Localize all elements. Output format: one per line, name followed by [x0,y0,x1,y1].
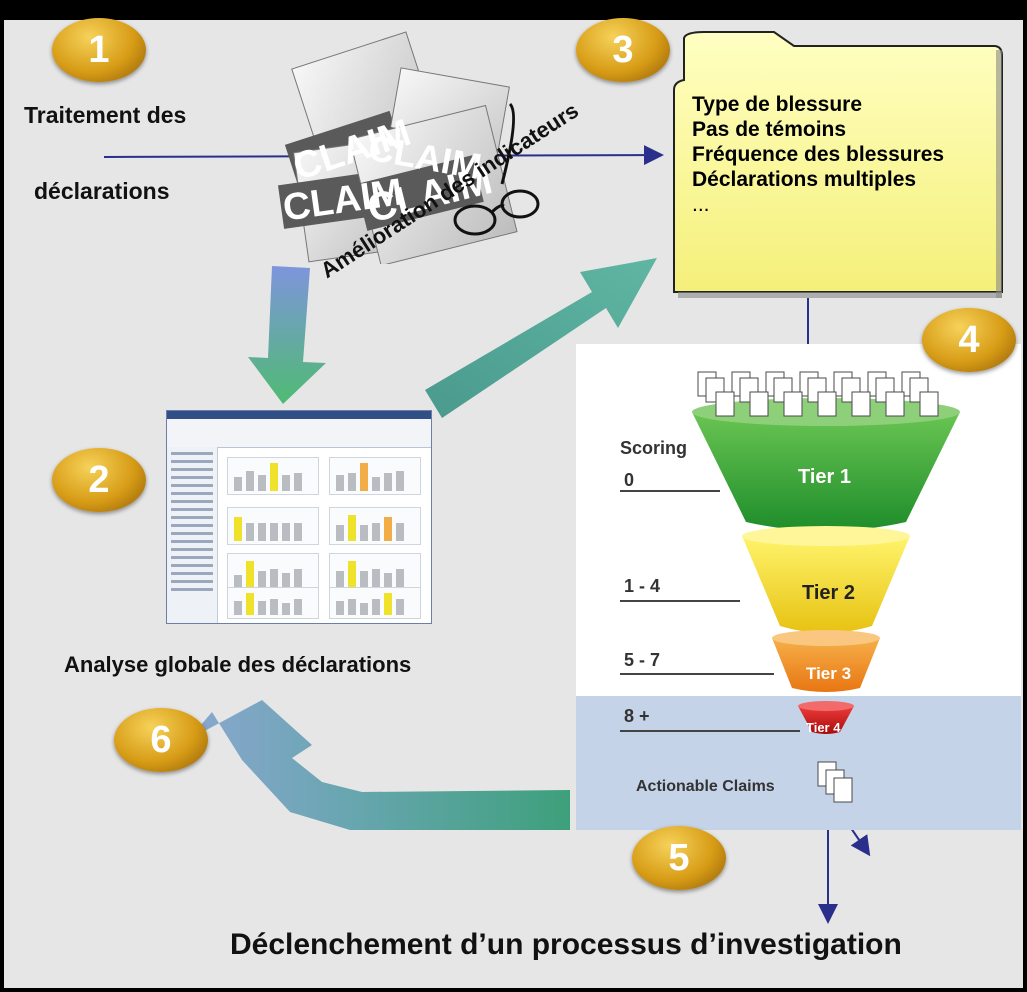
indicator-item: ... [692,193,710,216]
score-divider [620,490,720,492]
step1-label-line1: Traitement des [24,102,187,128]
step-badge-3: 3 [576,18,670,82]
tier-4-shape [798,706,854,734]
step-badge-6: 6 [114,708,208,772]
tier-1-shape [692,412,960,531]
arrow-2-to-3 [425,258,657,418]
claim-documents-icon: CLAIM CLAIM CLAIM CLAIM [277,31,540,264]
scoring-title: Scoring [620,438,688,458]
tier-2-shape [742,536,910,633]
tier-label: Tier 3 [806,664,852,683]
actionable-claims-icon [817,761,853,803]
step2-label: Analyse globale des déclarations [64,652,412,677]
step-badge-4: 4 [922,308,1016,372]
tier-label: Tier 4 [806,720,841,735]
claim-files-icon [697,371,939,417]
indicator-item: Fréquence des blessures [692,143,945,166]
score-divider [620,730,800,732]
step-badge-2: 2 [52,448,146,512]
tier-3-shape [772,638,880,692]
actionable-claims-label: Actionable Claims [636,778,775,795]
analytics-dashboard-thumbnail [166,410,432,624]
scoring-funnel: Scoring 0 1 - 4 5 - 7 8 + Tier 1 Tier 2 … [576,344,1021,830]
tier-label: Tier 1 [798,466,851,488]
step-badge-5: 5 [632,826,726,890]
arrow-feedback [188,700,570,830]
indicator-item: Type de blessure [692,93,863,116]
score-range: 5 - 7 [624,650,661,670]
arrow-1-to-2 [248,266,326,404]
indicator-item: Pas de témoins [692,118,847,141]
score-divider [620,673,774,675]
glasses-icon [453,102,540,236]
indicator-item: Déclarations multiples [692,168,917,191]
funnel-shapes [692,371,960,803]
step-badge-1: 1 [52,18,146,82]
score-range: 0 [624,470,635,490]
indicators-list: Type de blessure Pas de témoins Fréquenc… [692,92,944,217]
step1-label-line2: déclarations [34,178,170,204]
tier-label: Tier 2 [802,582,855,604]
actionable-band [576,696,1021,830]
score-range: 8 + [624,706,650,726]
investigation-label: Déclenchement d’un processus d’investiga… [230,928,902,961]
indicators-note [673,31,1003,298]
score-divider [620,600,740,602]
score-range: 1 - 4 [624,576,661,596]
